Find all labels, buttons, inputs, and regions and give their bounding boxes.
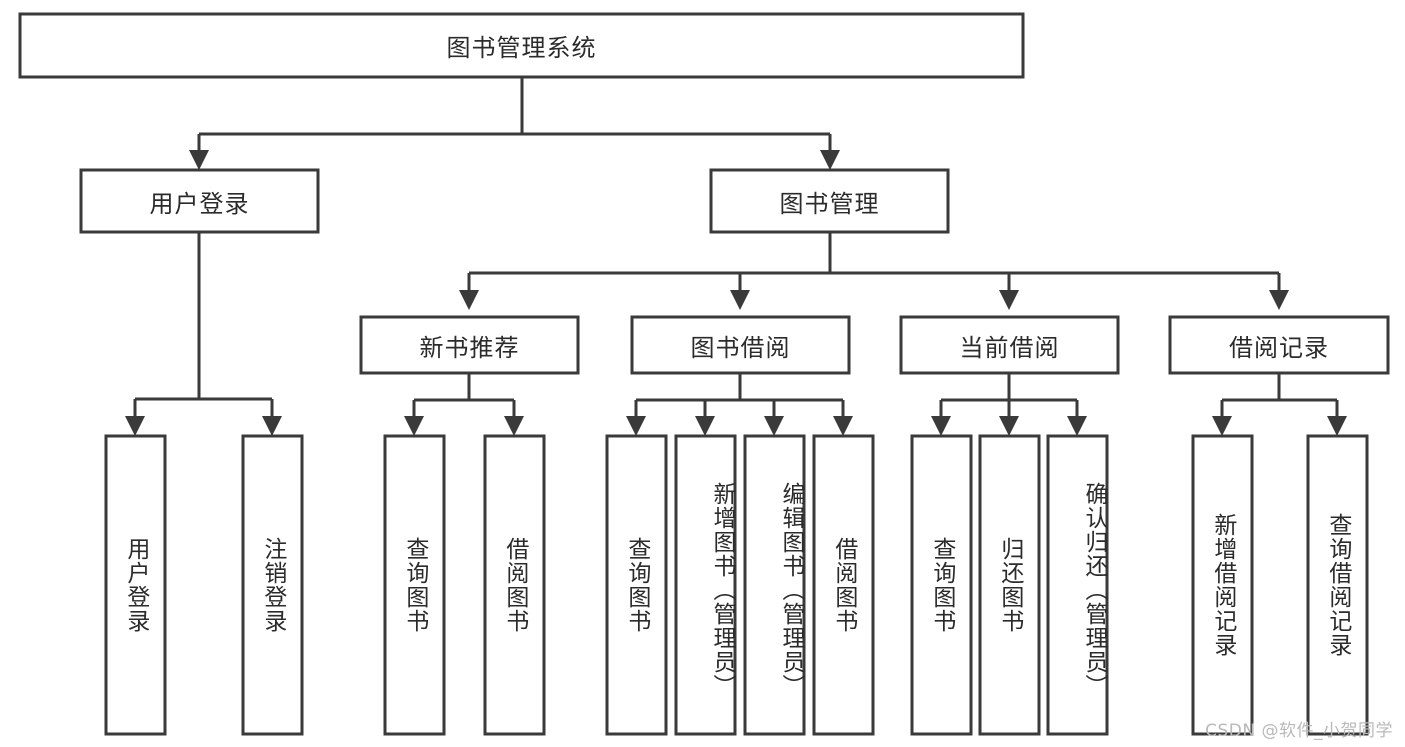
node-book-borrow[interactable] <box>630 315 851 375</box>
node-leaf-add-record[interactable] <box>1191 434 1254 736</box>
node-user-login[interactable] <box>79 168 320 234</box>
arrow-head-icon <box>999 290 1019 310</box>
node-leaf-query-book-2[interactable] <box>605 434 668 736</box>
arrow-head-icon <box>730 290 750 310</box>
arrow-head-icon <box>404 416 424 436</box>
arrow-head-icon <box>1269 290 1289 310</box>
node-leaf-confirm-return[interactable] <box>1046 434 1109 736</box>
node-leaf-query-record[interactable] <box>1306 434 1369 736</box>
node-leaf-borrow-book-1[interactable] <box>483 434 546 736</box>
node-root[interactable] <box>18 12 1025 79</box>
node-leaf-query-book-3[interactable] <box>910 434 973 736</box>
connector-layer <box>125 77 1347 436</box>
arrow-head-icon <box>764 416 784 436</box>
node-box-layer <box>18 12 1390 736</box>
arrow-head-icon <box>626 416 646 436</box>
node-current-borrow[interactable] <box>899 315 1120 375</box>
node-borrow-record[interactable] <box>1168 315 1390 375</box>
watermark-text: CSDN @软件_小贺同学 <box>1205 721 1393 741</box>
node-leaf-logout[interactable] <box>241 434 304 736</box>
node-leaf-edit-book[interactable] <box>743 434 806 736</box>
arrow-head-icon <box>1067 416 1087 436</box>
node-leaf-add-book[interactable] <box>674 434 737 736</box>
arrow-head-icon <box>125 416 145 436</box>
node-leaf-user-login[interactable] <box>104 434 167 736</box>
node-leaf-borrow-book-2[interactable] <box>812 434 875 736</box>
arrow-head-icon <box>459 290 479 310</box>
arrow-head-icon <box>504 416 524 436</box>
arrow-head-icon <box>931 416 951 436</box>
arrow-head-icon <box>189 150 209 170</box>
arrow-head-icon <box>1212 416 1232 436</box>
arrow-head-icon <box>262 416 282 436</box>
node-book-manage[interactable] <box>709 168 950 234</box>
node-new-book-rec[interactable] <box>359 315 580 375</box>
node-leaf-query-book-1[interactable] <box>383 434 446 736</box>
node-leaf-return-book[interactable] <box>978 434 1041 736</box>
arrow-head-icon <box>820 150 840 170</box>
arrow-head-icon <box>695 416 715 436</box>
arrow-head-icon <box>833 416 853 436</box>
arrow-head-icon <box>1327 416 1347 436</box>
arrow-head-icon <box>999 416 1019 436</box>
